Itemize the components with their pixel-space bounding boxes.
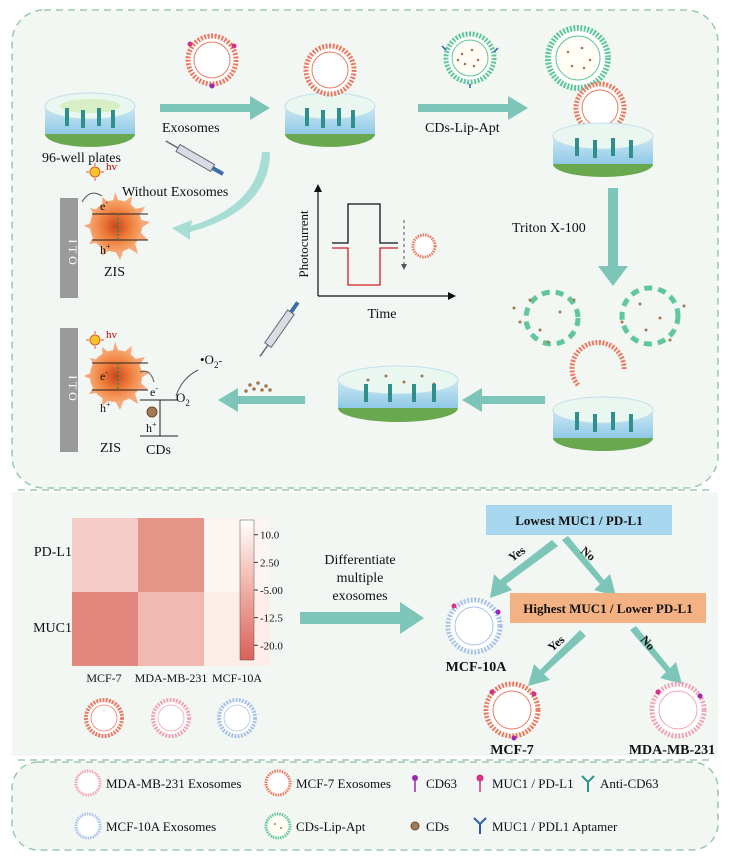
mini-exosome-mda (153, 700, 189, 736)
legend-icon-mda (76, 771, 100, 795)
legend-icon-mcf7 (266, 771, 290, 795)
question-2: Highest MUC1 / Lower PD-L1 (523, 601, 692, 616)
colorbar-tick-label-3: -12.5 (260, 613, 283, 625)
plot-exosome-icon (413, 235, 435, 257)
plate-5 (338, 366, 458, 422)
plot-xlabel: Time (367, 307, 396, 322)
legend-label-mcf7: MCF-7 Exosomes (296, 776, 391, 791)
hv-label-bottom: hv (106, 329, 118, 341)
plate-2 (285, 93, 375, 147)
colorbar-tick-label-0: 10.0 (260, 530, 280, 542)
legend-label-cd63: CD63 (426, 776, 457, 791)
plate-4 (553, 397, 653, 451)
cds-label: CDs (146, 443, 171, 458)
plot-ylabel: Photocurrent (296, 210, 311, 278)
heatmap-col-label-0: MCF-7 (86, 671, 121, 685)
heatmap-cell-1-0 (72, 592, 138, 666)
exosomes-label: Exosomes (162, 121, 220, 136)
zis-label-bottom: ZIS (100, 441, 121, 456)
result-mda: MDA-MB-231 (629, 743, 715, 758)
heatmap-cell-0-1 (138, 518, 204, 592)
probe-bound (548, 28, 608, 88)
heatmap-col-label-2: MCF-10A (212, 671, 262, 685)
colorbar-tick-label-2: -5.00 (260, 585, 283, 597)
legend-label-muc1: MUC1 / PD-L1 (492, 776, 574, 791)
exosome-mda (652, 684, 704, 736)
without-exosomes-label: Without Exosomes (122, 185, 228, 200)
legend-label-mcf10a: MCF-10A Exosomes (106, 819, 216, 834)
cds-dot-icon (147, 407, 157, 417)
legend-label-mda: MDA-MB-231 Exosomes (106, 776, 241, 791)
heatmap-cell-1-1 (138, 592, 204, 666)
legend-icon-probe (266, 814, 290, 838)
legend-label-probe: CDs-Lip-Apt (296, 819, 366, 834)
plate-3 (553, 123, 653, 177)
heatmap-row-label-0: PD-L1 (34, 545, 72, 560)
legend-label-cds: CDs (426, 819, 449, 834)
result-mcf10a: MCF-10A (446, 660, 508, 675)
colorbar (240, 520, 254, 660)
question-1: Lowest MUC1 / PD-L1 (515, 513, 642, 528)
cds-icon (411, 822, 419, 830)
heatmap-col-label-1: MDA-MB-231 (135, 671, 208, 685)
differentiate-line2: multiple (337, 571, 384, 586)
heatmap-cell-1-2 (204, 592, 270, 666)
zis-label-top: ZIS (104, 265, 125, 280)
legend-icon-mcf10a (76, 814, 100, 838)
ito-label-top: I T O (66, 239, 80, 265)
exosome-on-plate (306, 46, 354, 94)
probe-label: CDs-Lip-Apt (425, 121, 500, 136)
mini-exosome-mcf10a (219, 700, 255, 736)
heatmap-row-label-1: MUC1 (33, 621, 72, 636)
result-mcf7: MCF-7 (490, 743, 534, 758)
mini-exosome-mcf7 (86, 700, 122, 736)
legend-label-anti-cd63: Anti-CD63 (600, 776, 659, 791)
heatmap-cell-0-0 (72, 518, 138, 592)
colorbar-tick-label-4: -20.0 (260, 640, 283, 652)
hv-label-top: hv (106, 161, 118, 173)
colorbar-tick-label-1: 2.50 (260, 557, 280, 569)
plate-1 (45, 93, 135, 147)
legend-label-aptamer: MUC1 / PDL1 Aptamer (492, 819, 618, 834)
ito-label-bottom: I T O (66, 375, 80, 401)
differentiate-line3: exosomes (332, 589, 387, 604)
triton-label: Triton X-100 (512, 221, 586, 236)
differentiate-line1: Differentiate (324, 553, 395, 568)
